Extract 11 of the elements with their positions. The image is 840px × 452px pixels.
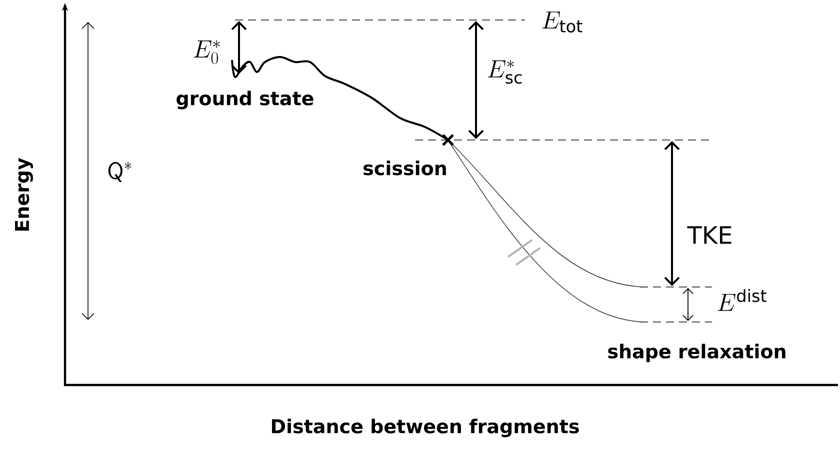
- math-label: $E_{0}^{*}$: [194, 40, 220, 64]
- axis-label: Distance between fragments: [272, 418, 579, 438]
- math-label: $\mathrm{TKE}$: [687, 226, 732, 244]
- math-label: $E^{\mathrm{dist}}$: [718, 289, 766, 311]
- math-label: $E_{\mathrm{sc}}^{*}$: [488, 60, 522, 84]
- annotation-label: scission: [364, 160, 446, 176]
- math-label: $E_{\mathrm{tot}}$: [542, 12, 582, 32]
- annotation-label: shape relaxation: [608, 344, 786, 362]
- annotation-label: ground state: [176, 90, 314, 110]
- axis-label: Energy: [15, 158, 33, 231]
- math-label: $\mathsf{Q}^{*}$: [108, 162, 132, 182]
